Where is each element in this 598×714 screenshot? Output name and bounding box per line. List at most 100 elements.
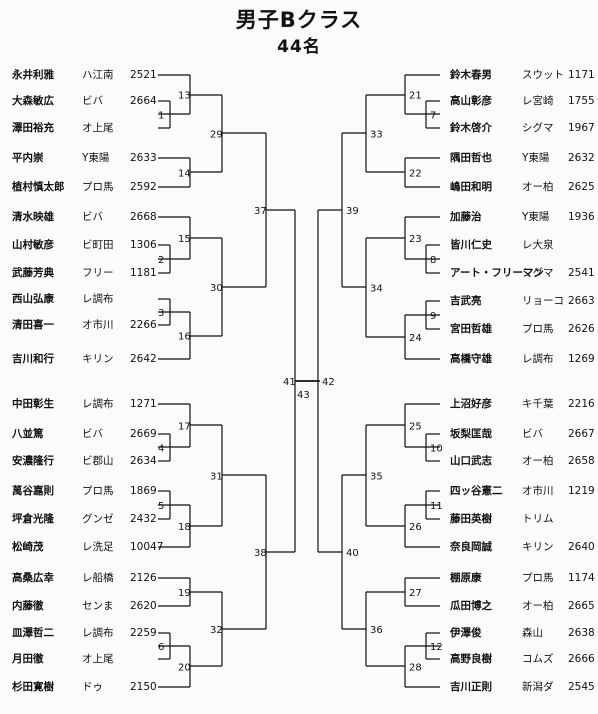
match-number: 33	[370, 130, 383, 141]
player-name: 吉川和行	[12, 353, 54, 365]
player-club: リョーコ	[522, 295, 564, 307]
match-number: 13	[178, 91, 191, 102]
player-rating: 2634	[130, 455, 157, 467]
player-rating: 1755	[568, 95, 595, 107]
player-club: キ千葉	[522, 398, 554, 410]
player-rating: 2259	[130, 627, 157, 639]
player-name: 萬谷嘉則	[12, 485, 54, 497]
match-number: 10	[430, 444, 443, 455]
match-number: 6	[158, 642, 164, 653]
player-club: レ調布	[82, 293, 114, 305]
player-club: シグマ	[522, 122, 554, 134]
match-number: 37	[254, 206, 267, 217]
player-club: オ上尾	[82, 653, 114, 665]
match-number: 23	[409, 234, 422, 245]
player-name: 鈴木啓介	[450, 122, 492, 134]
player-rating: 2150	[130, 681, 157, 693]
player-rating: 1219	[568, 485, 595, 497]
player-name: 西山弘康	[12, 293, 54, 305]
player-rating: 2592	[130, 181, 157, 193]
player-club: ハ江南	[82, 69, 114, 81]
player-rating: 2266	[130, 319, 157, 331]
player-rating: 10047	[130, 541, 164, 553]
player-rating: 1967	[568, 122, 595, 134]
player-club: コムズ	[522, 653, 554, 665]
player-name: 澤田裕充	[12, 122, 54, 134]
player-club: Y東陽	[82, 152, 110, 164]
player-name: 植村慎太郎	[12, 181, 65, 193]
match-number: 11	[430, 501, 443, 512]
player-club: スウット	[522, 69, 564, 81]
player-name: 高桑広幸	[12, 572, 54, 584]
match-number: 32	[210, 625, 223, 636]
match-number: 27	[409, 588, 422, 599]
player-club: プロ馬	[522, 323, 554, 335]
player-name: 宮田哲雄	[450, 323, 492, 335]
player-row: 植村慎太郎 プロ馬 2592	[12, 179, 160, 195]
player-name: 瓜田博之	[450, 600, 492, 612]
match-number: 15	[178, 234, 191, 245]
player-name: 松崎茂	[12, 541, 44, 553]
player-name: 加藤治	[450, 211, 482, 223]
player-row: 西山弘康 レ調布	[12, 291, 160, 307]
player-club: レ調布	[82, 398, 114, 410]
match-number: 35	[370, 472, 383, 483]
player-club: センま	[82, 600, 114, 612]
match-number: 38	[254, 548, 267, 559]
player-rating: 2625	[568, 181, 595, 193]
player-club: オ市川	[82, 319, 114, 331]
player-rating: 2126	[130, 572, 157, 584]
player-row: 澤田裕充オ上尾	[12, 120, 160, 136]
match-number: 2	[158, 255, 164, 266]
match-number: 29	[210, 130, 223, 141]
player-name: 内藤徹	[12, 600, 44, 612]
player-name: 吉武亮	[450, 295, 482, 307]
player-club: トリム	[522, 513, 554, 525]
player-row: 鈴木啓介 シグマ 1967	[450, 120, 596, 136]
player-rating: 1171	[568, 69, 595, 81]
player-name: 坂梨匡哉	[450, 428, 492, 440]
match-number: 9	[430, 311, 436, 322]
player-name: 武藤芳典	[12, 267, 54, 279]
match-number: 17	[178, 422, 191, 433]
player-name: 奈良岡誠	[450, 541, 492, 553]
player-club: フリー	[82, 267, 114, 279]
player-name: 伊澤俊	[450, 627, 482, 639]
player-name: 高野良樹	[450, 653, 492, 665]
player-club: ビバ	[82, 428, 103, 440]
player-club: プロ馬	[522, 572, 554, 584]
player-club: 森山	[522, 627, 543, 639]
player-club: キリン	[522, 541, 554, 553]
player-count: 44名	[277, 37, 321, 57]
player-name: 皿澤哲二	[12, 627, 54, 639]
player-name: 高橋守雄	[450, 353, 492, 365]
player-club: オ市川	[522, 485, 554, 497]
player-club: ビバ	[82, 211, 103, 223]
player-club: プロ馬	[82, 181, 114, 193]
player-club: Y東陽	[522, 152, 550, 164]
player-club: グンゼ	[82, 513, 114, 525]
